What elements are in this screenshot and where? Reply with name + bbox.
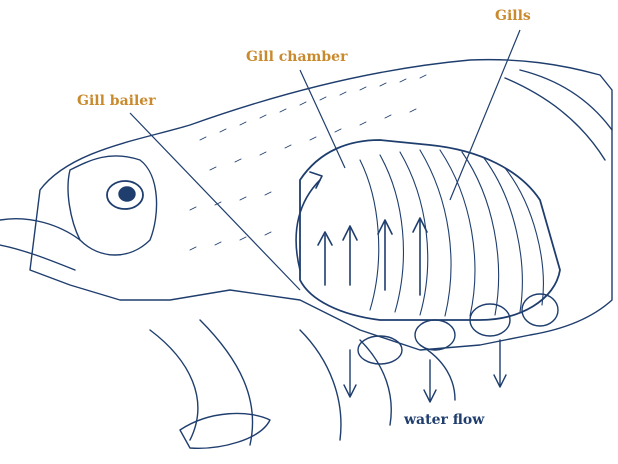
abdomen-segment (520, 70, 612, 130)
abdomen-segment (505, 78, 605, 160)
gill-chamber-wall (300, 140, 560, 320)
eye-pupil (119, 187, 135, 201)
leg-joint (358, 336, 402, 364)
gill-chamber-label: Gill chamber (246, 49, 347, 65)
water-flow-arrows (296, 172, 427, 295)
leg-joint (415, 320, 455, 350)
leg (360, 340, 391, 425)
gill-bailer-leader-line (130, 113, 300, 290)
gills-label: Gills (495, 8, 531, 24)
leg (300, 330, 341, 440)
gill-bailer-label: Gill bailer (77, 93, 156, 109)
water-flow-label: water flow (404, 412, 484, 428)
leg (200, 320, 253, 445)
antenna-base (0, 219, 80, 240)
antenna-base (0, 245, 75, 270)
carapace-texture (190, 75, 426, 250)
